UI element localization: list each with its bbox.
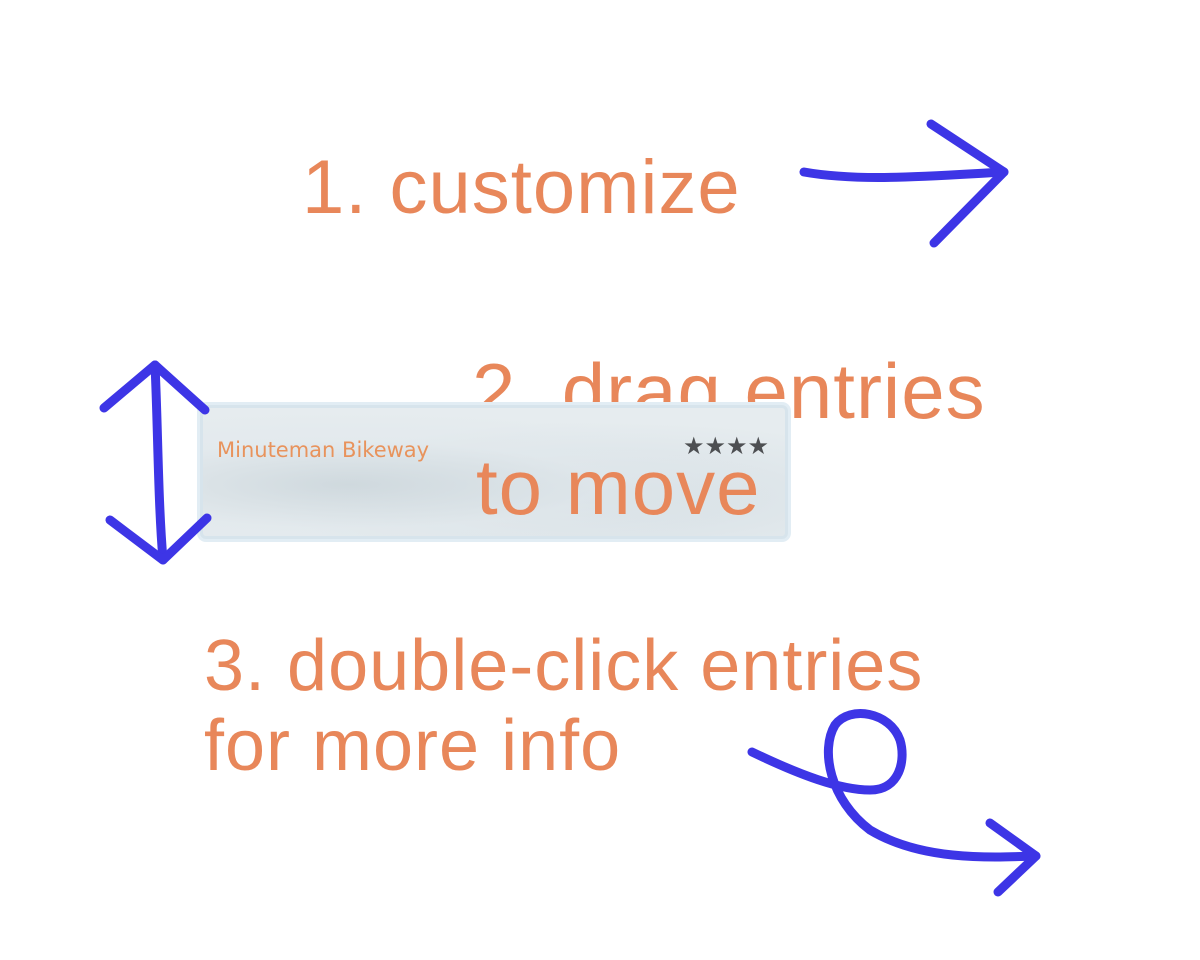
arrow-right-icon [799,119,1009,248]
entry-card[interactable]: Minuteman Bikeway ★ ★ ★ ★ [200,405,788,539]
doubleclick-hint-line-2: for more info [204,706,622,786]
double-arrow-vertical-icon [99,360,212,565]
star-rating: ★ ★ ★ ★ [683,434,769,458]
doubleclick-hint-line-1: 3. double-click entries [204,626,924,706]
star-icon: ★ [747,432,769,460]
star-icon: ★ [682,432,705,460]
star-icon: ★ [725,432,748,460]
loop-arrow-icon [747,709,1041,897]
customize-hint: 1. customize [302,145,741,230]
star-icon: ★ [704,432,726,460]
entry-title: Minuteman Bikeway [217,438,430,462]
drag-hint-line-2: to move [476,443,761,531]
